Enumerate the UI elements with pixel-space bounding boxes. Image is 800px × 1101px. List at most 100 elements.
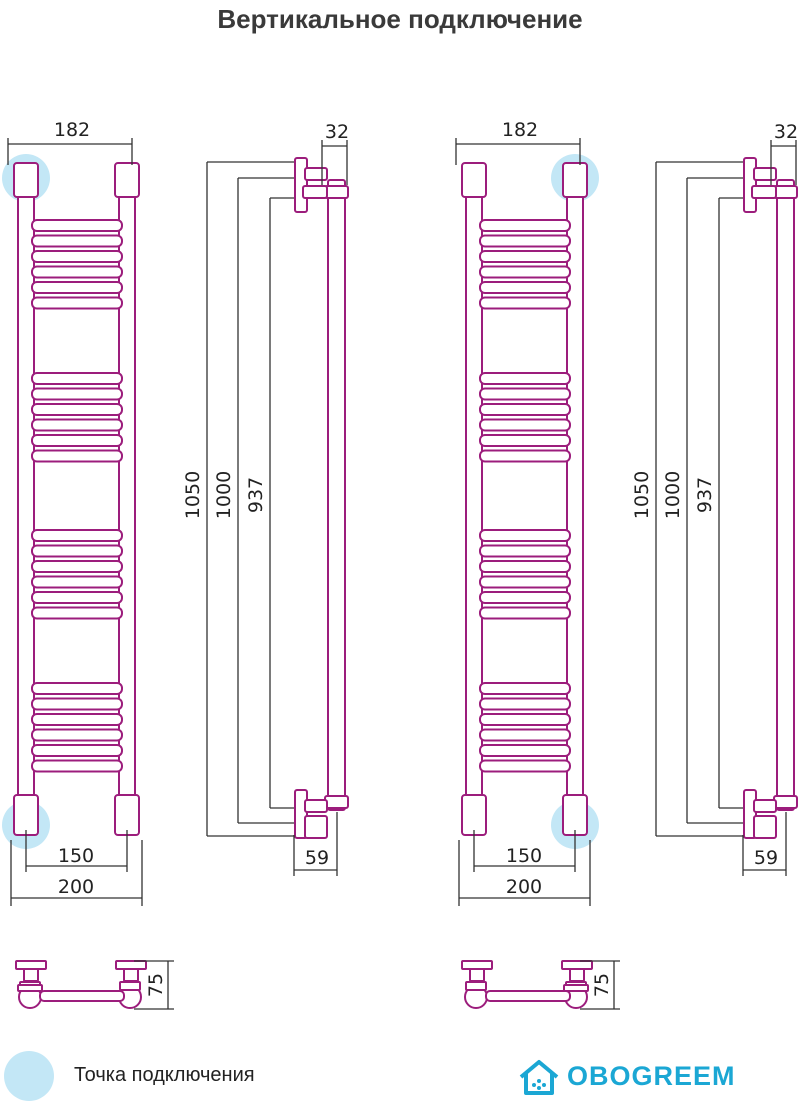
top-left-cap (461, 162, 487, 198)
side-top-collar (324, 185, 349, 199)
top-left-cap (13, 162, 39, 198)
bottom-nut (465, 981, 487, 991)
rung (479, 250, 571, 263)
rung (479, 219, 571, 232)
rung (479, 575, 571, 589)
dim-height-body: 1000 (213, 471, 235, 519)
dim-axis-height: 937 (694, 477, 716, 513)
rung (479, 265, 571, 279)
rung (31, 281, 123, 294)
rung (31, 387, 123, 401)
bottom-flange (115, 960, 147, 970)
rung (31, 219, 123, 232)
rung (479, 544, 571, 558)
bottom-inlet (563, 984, 589, 992)
rung (479, 281, 571, 294)
rung (479, 234, 571, 248)
side-top-nut (751, 185, 777, 199)
rung (479, 759, 571, 773)
rung (31, 544, 123, 558)
drawing-left-connection: 182 150 200 1050 1000 937 32 59 75 (2, 119, 349, 1010)
rung (31, 606, 123, 620)
dim-width-top: 182 (54, 119, 90, 141)
bottom-nut (119, 981, 141, 991)
bottom-stem (569, 968, 585, 982)
rung (31, 250, 123, 263)
brand-logo: OBOGREEM (517, 1057, 787, 1097)
dim-width-total: 200 (506, 876, 542, 898)
side-bottom-nut (753, 815, 777, 839)
dim-bottom-depth: 75 (591, 973, 613, 997)
rung (479, 296, 571, 310)
dim-height-body: 1000 (662, 471, 684, 519)
rung (479, 682, 571, 695)
rung (31, 759, 123, 773)
rung (479, 728, 571, 742)
side-pipe (776, 179, 795, 811)
bottom-rung (485, 990, 571, 1002)
side-top-arm (304, 167, 328, 181)
rung (31, 744, 123, 757)
dim-bottom-depth: 75 (145, 973, 167, 997)
dim-wall-offset: 32 (325, 121, 349, 143)
rung (479, 591, 571, 604)
rung (31, 372, 123, 385)
rung (31, 697, 123, 711)
bottom-flange (461, 960, 493, 970)
dim-height-total: 1050 (631, 471, 653, 519)
rung (31, 591, 123, 604)
bottom-stem (23, 968, 39, 982)
rung (479, 403, 571, 416)
rung (31, 434, 123, 447)
bottom-inlet (17, 984, 43, 992)
rung (31, 682, 123, 695)
rung (479, 449, 571, 463)
rung (479, 529, 571, 542)
rung (479, 434, 571, 447)
rung (31, 403, 123, 416)
dim-width-top: 182 (502, 119, 538, 141)
rung (31, 234, 123, 248)
rung (31, 449, 123, 463)
rung (31, 418, 123, 432)
top-right-cap (114, 162, 140, 198)
dim-axis-spacing: 150 (506, 845, 542, 867)
rung (31, 728, 123, 742)
rung (479, 744, 571, 757)
rung (31, 296, 123, 310)
dim-depth: 59 (305, 847, 329, 869)
dim-wall-offset: 32 (774, 121, 798, 143)
rung (31, 713, 123, 726)
rung (31, 265, 123, 279)
drawing-right-connection: 182 150 200 1050 1000 937 32 59 75 (455, 119, 798, 1010)
top-right-cap (562, 162, 588, 198)
dim-height-total: 1050 (182, 471, 204, 519)
connection-point-swatch (4, 1051, 54, 1101)
bottom-right-cap (114, 794, 140, 836)
dim-width-total: 200 (58, 876, 94, 898)
dim-axis-height: 937 (245, 477, 267, 513)
rung (479, 606, 571, 620)
bottom-stem (123, 968, 139, 982)
brand-name: OBOGREEM (567, 1061, 736, 1091)
rung (479, 418, 571, 432)
side-bottom-arm (304, 799, 328, 813)
bottom-right-cap (562, 794, 588, 836)
rung (479, 560, 571, 573)
dim-depth: 59 (754, 847, 778, 869)
side-bottom-collar (773, 795, 798, 809)
rung (31, 529, 123, 542)
side-bottom-arm (753, 799, 777, 813)
dim-axis-spacing: 150 (58, 845, 94, 867)
rung (479, 713, 571, 726)
house-icon (519, 1060, 559, 1095)
side-pipe (327, 179, 346, 811)
bottom-rung (39, 990, 125, 1002)
rung (31, 560, 123, 573)
bottom-left-cap (13, 794, 39, 836)
legend-label: Точка подключения (74, 1064, 255, 1086)
rung (479, 372, 571, 385)
side-top-collar (773, 185, 798, 199)
side-bottom-nut (304, 815, 328, 839)
